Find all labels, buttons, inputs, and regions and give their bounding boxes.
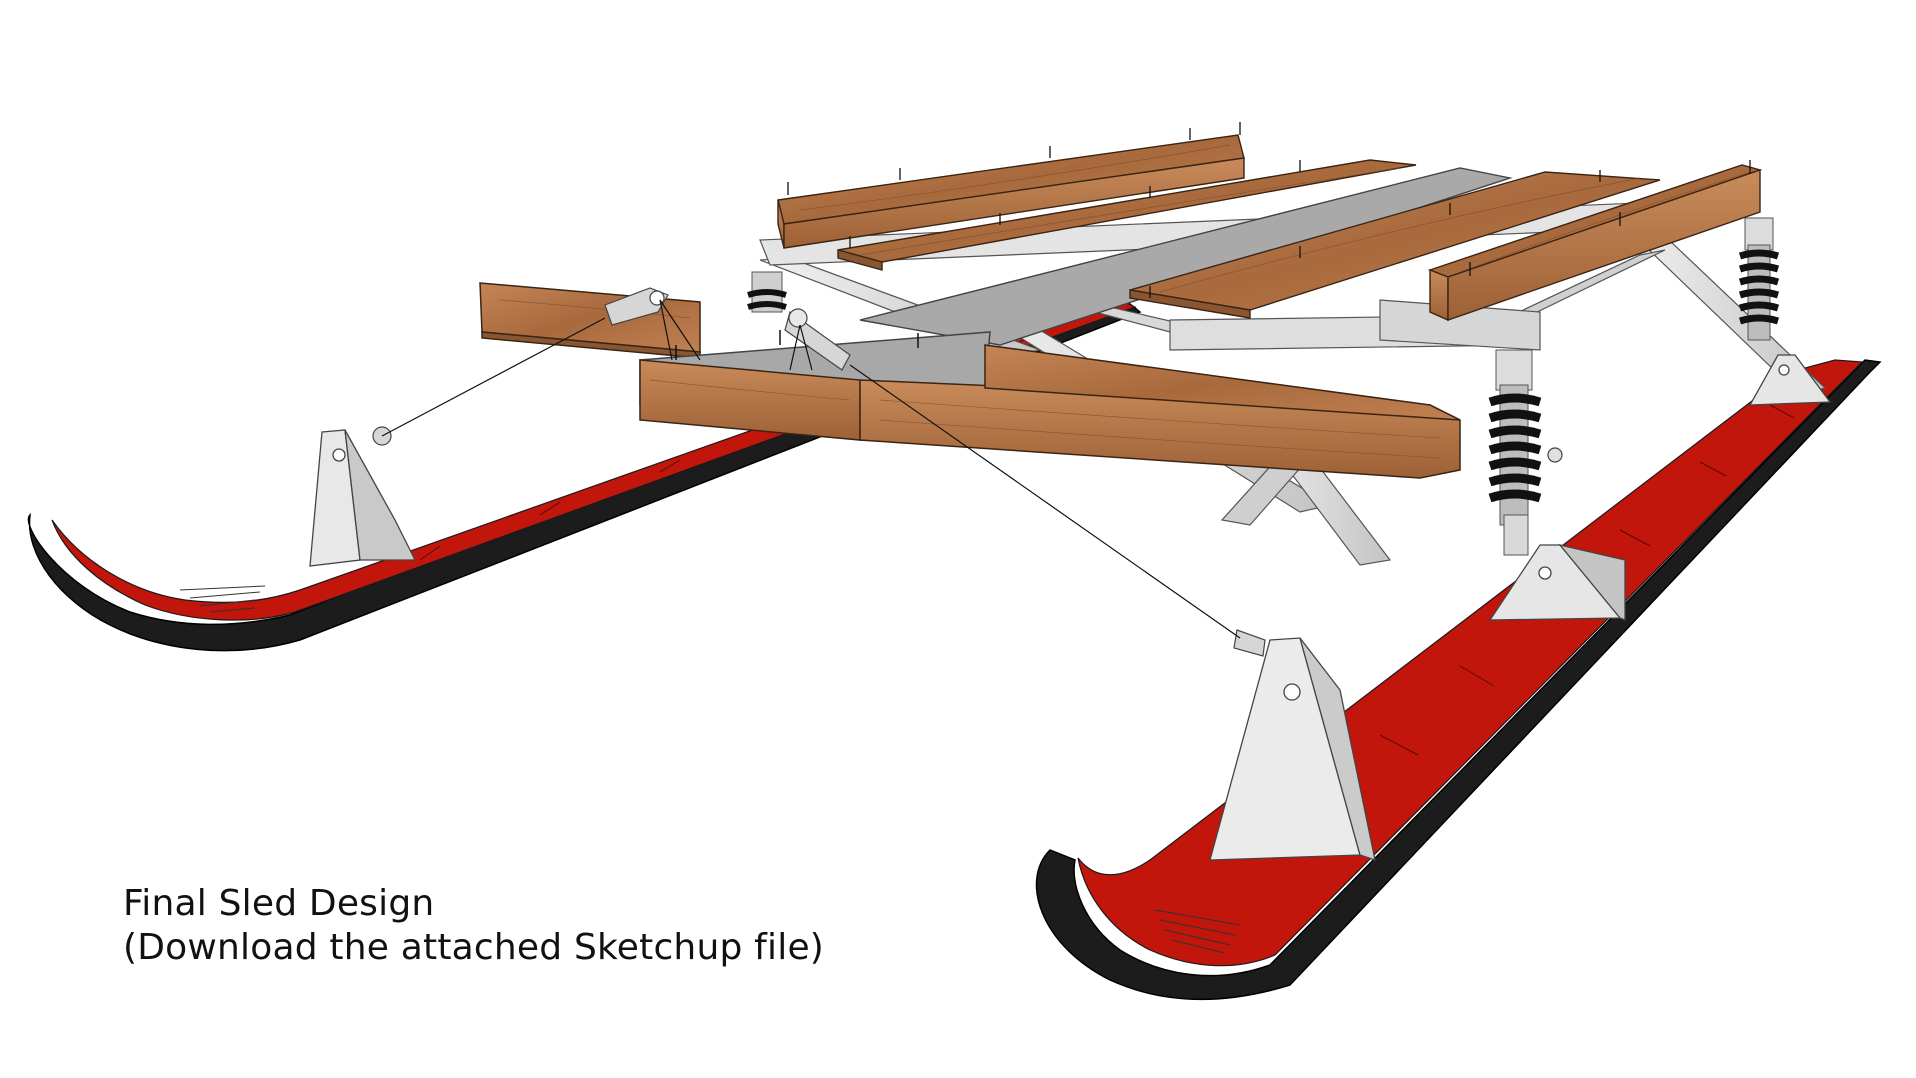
caption-title: Final Sled Design (123, 883, 435, 924)
steering-cables (381, 299, 1241, 639)
runner-brackets (309, 354, 1832, 861)
caption-subtitle: (Download the attached Sketchup file) (123, 927, 825, 968)
figure-caption: Final Sled Design (Download the attached… (123, 882, 824, 970)
deck-pins (787, 122, 1751, 298)
shock-front (1488, 349, 1542, 556)
wooden-seat-slats (777, 134, 1763, 346)
shock-rear (1738, 217, 1780, 341)
shock-left (747, 271, 787, 313)
coil-over-shocks (747, 217, 1780, 556)
